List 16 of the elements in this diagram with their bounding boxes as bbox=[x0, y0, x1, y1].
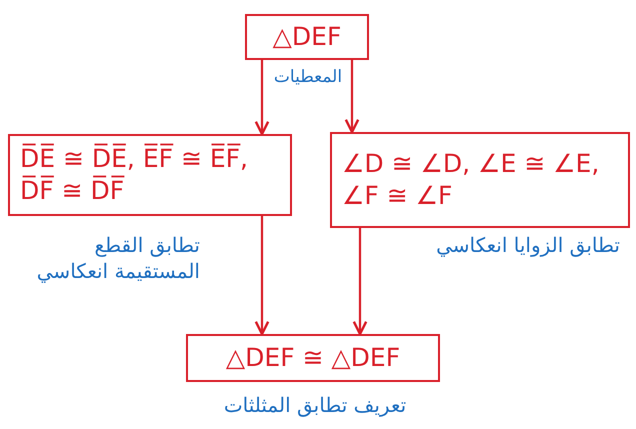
statement-text: ∠D ≅ ∠D, ∠E ≅ ∠E, ∠F ≅ ∠F bbox=[342, 148, 600, 212]
reason-text: تعريف تطابق المثلثات bbox=[222, 392, 408, 418]
statement-box bbox=[8, 134, 292, 216]
statement-text: D̅E̅ ≅ D̅E̅, E̅F̅ ≅ E̅F̅, D̅F̅ ≅ D̅F̅ bbox=[20, 142, 249, 207]
arrow bbox=[344, 60, 360, 134]
statement-text: △DEF ≅ △DEF bbox=[226, 342, 400, 374]
reason-text: تطابق الزوايا انعكاسي bbox=[435, 232, 620, 258]
arrow bbox=[352, 228, 368, 336]
arrow bbox=[254, 216, 270, 336]
reason-text: المعطيات bbox=[272, 66, 344, 88]
statement-text: △DEF bbox=[272, 20, 342, 53]
arrow bbox=[254, 60, 270, 136]
statement-box bbox=[330, 132, 630, 228]
reason-text: تطابق القطع المستقيمة انعكاسي bbox=[36, 232, 200, 284]
statement-box bbox=[186, 334, 440, 382]
statement-box bbox=[245, 14, 369, 60]
